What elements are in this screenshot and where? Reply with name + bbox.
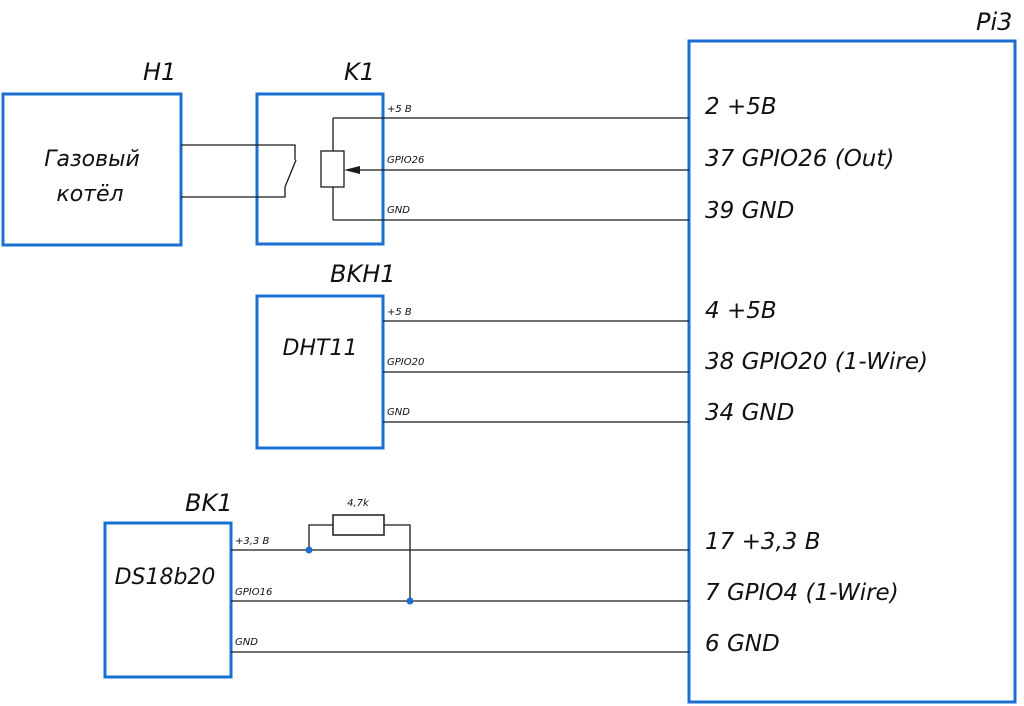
pi3-label: Pi3	[976, 8, 1012, 36]
boiler-contact-wire-bottom	[181, 187, 286, 198]
pi3-pin-label: 17 +3,3 В	[705, 529, 821, 555]
k1-box	[255, 92, 385, 246]
k1-wire-label: +5 В	[387, 104, 412, 115]
junction-dot-3v3	[305, 546, 313, 554]
h1-body-line1: Газовый	[44, 147, 140, 172]
bk1-wire-label: GND	[235, 637, 258, 648]
pi3-pin-label: 34 GND	[705, 400, 794, 426]
resistor-value-label: 4,7k	[347, 498, 370, 509]
bkh1-wire-label: GND	[387, 407, 410, 418]
junction-dot-gpio	[406, 597, 414, 605]
bkh1-wire-label: GPIO20	[387, 357, 424, 368]
bk1-wire-label: +3,3 В	[235, 536, 269, 547]
k1-label: K1	[344, 58, 375, 86]
bkh1-block: BKH1 DHT11 +5 В GPIO20 GND	[255, 260, 689, 450]
resistor-wire-right	[384, 524, 411, 601]
h1-label: H1	[143, 58, 176, 86]
resistor-wire-left	[308, 524, 333, 550]
boiler-contact-wire-top	[181, 144, 296, 160]
relay-contact-switch	[284, 159, 297, 188]
bkh1-wire-label: +5 В	[387, 307, 412, 318]
h1-block: H1 Газовый котёл	[1, 58, 183, 247]
pi3-pin-label: 38 GPIO20 (1-Wire)	[705, 349, 928, 375]
pi3-pin-label: 4 +5В	[705, 298, 777, 324]
k1-wire-label: GND	[387, 205, 410, 216]
pi3-pin-label: 7 GPIO4 (1-Wire)	[705, 580, 899, 606]
bkh1-label: BKH1	[330, 260, 396, 288]
k1-block: K1 +5 В GPIO26 GND	[181, 58, 689, 246]
bk1-box	[103, 521, 233, 679]
bk1-body: DS18b20	[115, 565, 216, 590]
bk1-label: BK1	[185, 489, 232, 517]
bk1-block: BK1 DS18b20 +3,3 В GPIO16 GND 4,7k	[103, 489, 689, 679]
bkh1-box	[255, 294, 385, 450]
pi3-pin-label: 6 GND	[705, 631, 780, 657]
h1-body-line2: котёл	[56, 182, 123, 207]
bk1-wire-label: GPIO16	[235, 587, 272, 598]
bkh1-body: DHT11	[283, 336, 358, 361]
pi3-pin-label: 2 +5В	[705, 94, 777, 120]
relay-coil	[320, 150, 345, 188]
k1-wire-label: GPIO26	[387, 155, 424, 166]
relay-signal-arrow	[344, 166, 360, 174]
pi3-pin-label: 39 GND	[705, 198, 794, 224]
pi3-pin-label: 37 GPIO26 (Out)	[705, 146, 894, 172]
pullup-resistor	[332, 514, 385, 536]
h1-box	[1, 92, 183, 247]
pi3-block: Pi3 2 +5В 37 GPIO26 (Out) 39 GND 4 +5В 3…	[687, 8, 1017, 704]
